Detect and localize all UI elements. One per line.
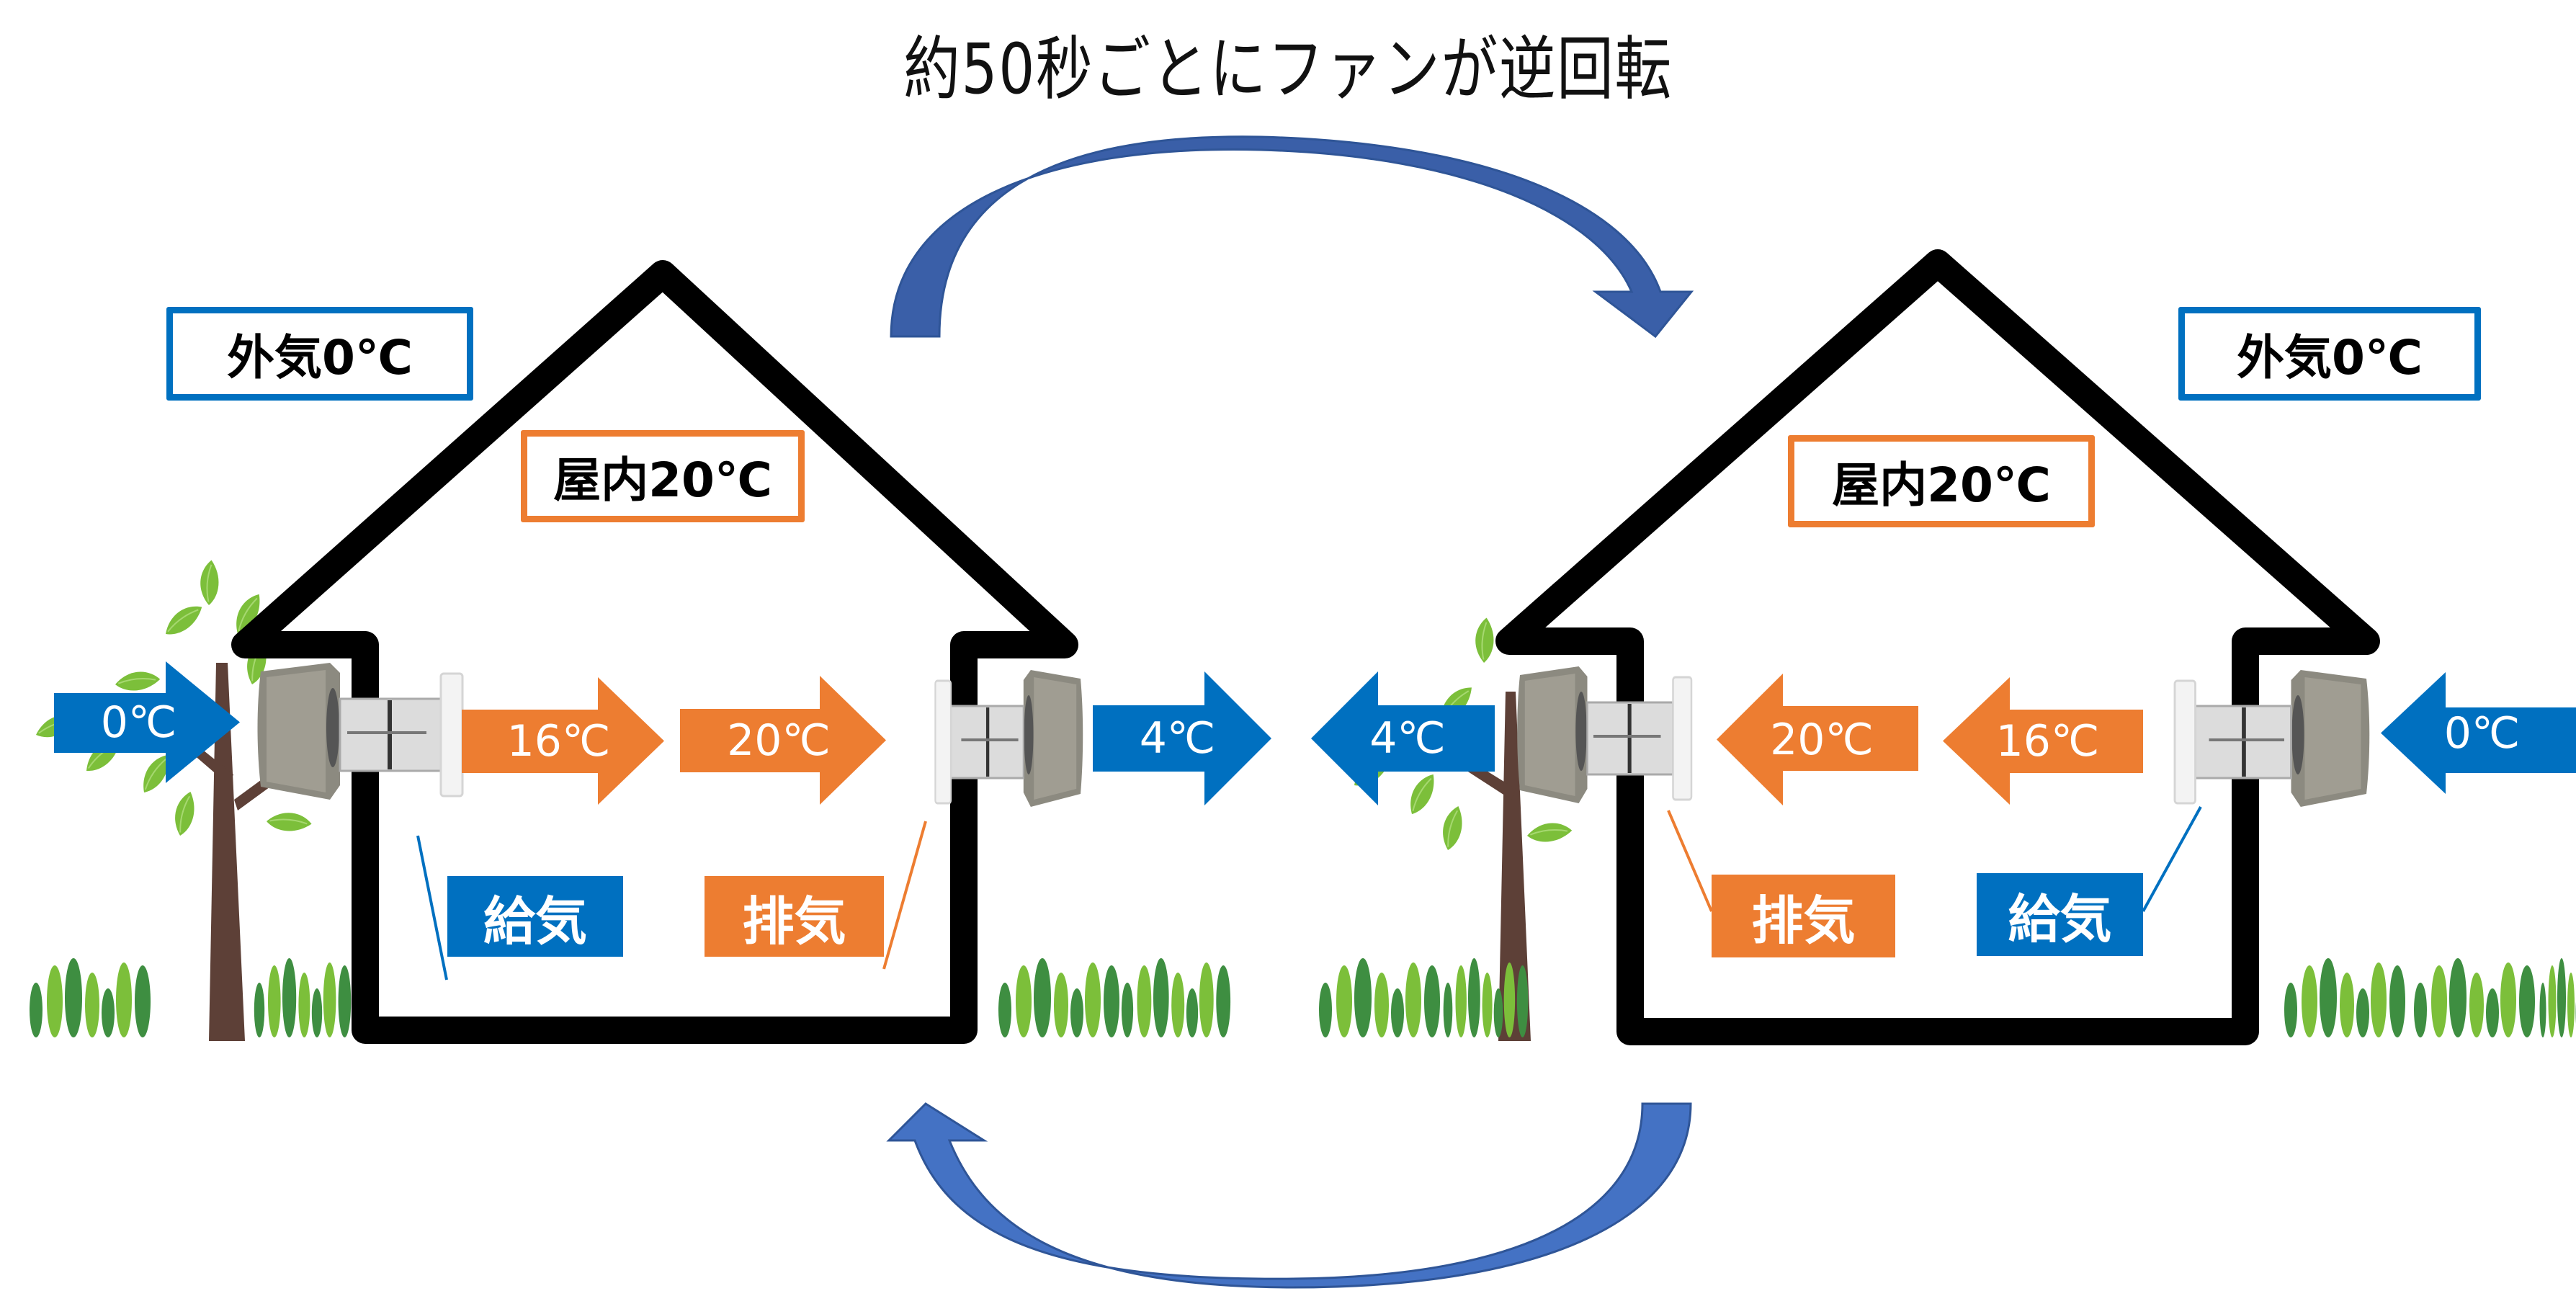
flow-arrow-right-0 (1311, 671, 1495, 805)
flow-arrow-label-right-0: 4℃ (1369, 713, 1446, 764)
flow-arrow-right-3 (2381, 672, 2576, 794)
supply-tag-right: 給気 (1977, 873, 2143, 956)
diagram-title: 約50秒ごとにファンが逆回転 (903, 29, 1673, 110)
leader-left-exhaust (882, 821, 927, 970)
flow-arrow-left-2 (680, 676, 886, 805)
indoor-temp-box-left: 屋内20℃ (521, 430, 805, 522)
flow-arrow-left-0 (54, 661, 240, 783)
flow-arrow-label-left-0: 0℃ (100, 697, 177, 748)
flow-arrow-right-2 (1943, 677, 2143, 805)
cycle-arrow-bottom (886, 1102, 1692, 1289)
tree-left (33, 558, 343, 1041)
flow-arrow-label-left-1: 16℃ (506, 715, 611, 767)
leader-left-supply (416, 835, 448, 980)
leader-right-supply (2142, 806, 2202, 912)
indoor-temp-box-right: 屋内20℃ (1788, 435, 2095, 527)
fan-unit-right-exhaust (1516, 665, 1693, 805)
flow-arrow-label-right-3: 0℃ (2443, 707, 2521, 759)
supply-tag-left: 給気 (447, 876, 623, 957)
flow-arrow-label-right-1: 20℃ (1770, 714, 1874, 765)
house-left-outline (231, 260, 1078, 1044)
flow-arrow-left-1 (462, 677, 664, 805)
flow-arrow-label-left-2: 20℃ (727, 715, 831, 766)
exhaust-tag-left: 排気 (705, 876, 884, 957)
fan-unit-right-supply (2173, 669, 2371, 808)
flow-arrow-label-left-3: 4℃ (1139, 713, 1216, 764)
cycle-arrow-top (890, 135, 1694, 339)
outside-temp-box-left: 外気0℃ (166, 307, 473, 401)
flow-arrow-right-1 (1717, 674, 1918, 805)
leader-right-exhaust (1667, 810, 1713, 912)
house-right-outline (1495, 249, 2380, 1045)
outside-temp-box-right: 外気0℃ (2178, 307, 2481, 401)
flow-arrow-label-right-2: 16℃ (1995, 715, 2100, 767)
exhaust-tag-right: 排気 (1712, 875, 1895, 957)
flow-arrow-left-3 (1093, 671, 1271, 805)
